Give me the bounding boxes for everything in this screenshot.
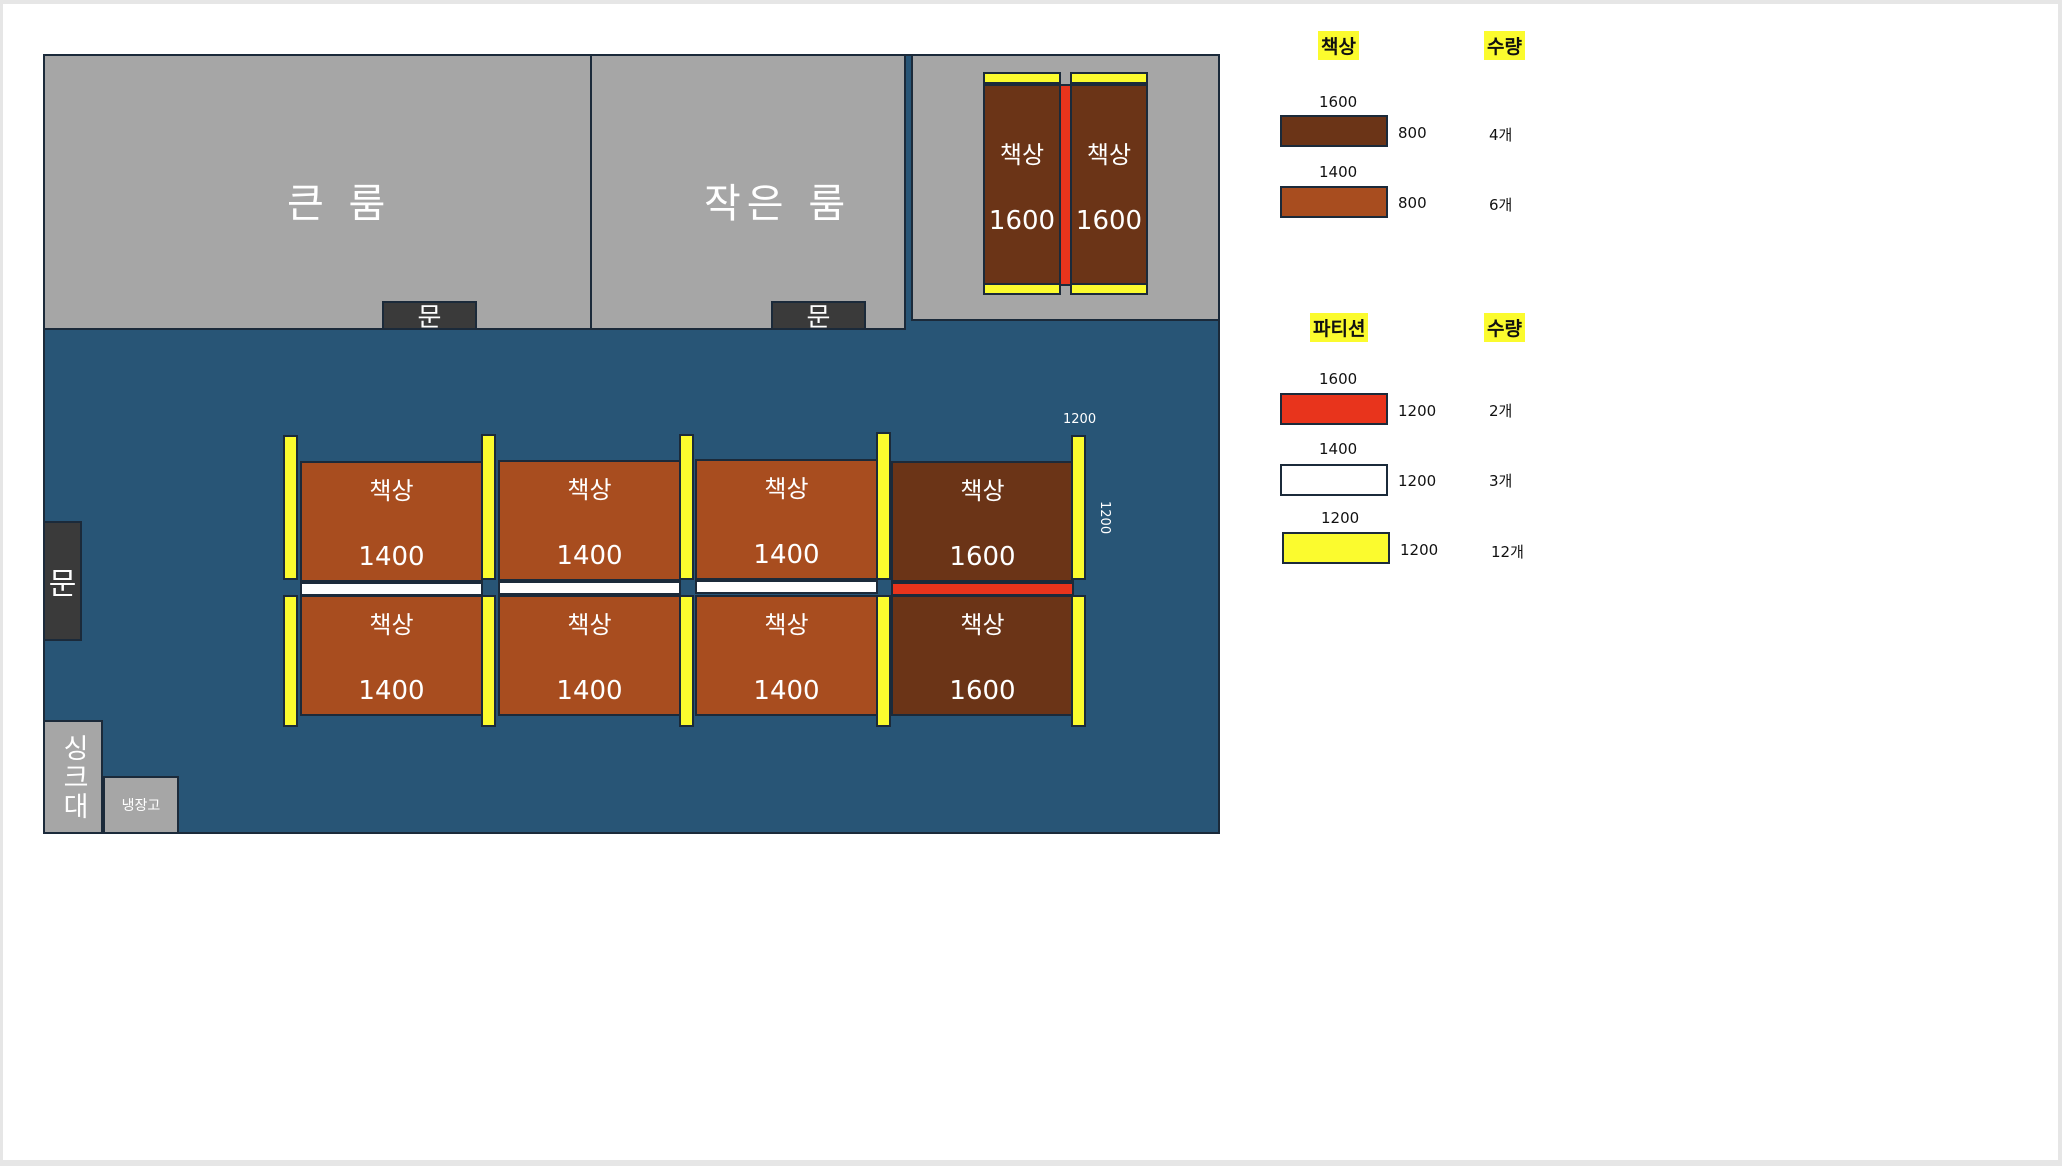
- partition-yellow: [283, 435, 298, 580]
- partition-yellow: [679, 434, 694, 580]
- dimension-label-top: 1200: [1063, 412, 1097, 427]
- desk-r2-4: 책상 1600: [891, 595, 1074, 716]
- desk-width: 1600: [949, 542, 1016, 572]
- desk-label: 책상: [764, 475, 809, 503]
- partition-white: [300, 582, 483, 596]
- legend-desk-1-qty: 4개: [1489, 126, 1513, 144]
- desk-width: 1400: [753, 676, 820, 706]
- desk-label: 책상: [960, 477, 1005, 505]
- legend-desk-1-depth: 800: [1398, 124, 1427, 142]
- legend-desk-2-width: 1400: [1319, 163, 1358, 181]
- legend-desk-qty-header: 수량: [1484, 31, 1525, 60]
- partition-yellow: [679, 595, 694, 727]
- partition-yellow: [876, 595, 891, 727]
- legend-partition-header: 파티션: [1310, 313, 1369, 342]
- desk-width: 1400: [358, 676, 425, 706]
- desk-width: 1400: [556, 541, 623, 571]
- legend-desk-2-depth: 800: [1398, 194, 1427, 212]
- small-room: 작은 룸: [590, 54, 906, 330]
- sink: 싱크대: [43, 720, 103, 834]
- legend-partition-1-qty: 2개: [1489, 402, 1513, 420]
- partition-yellow: [481, 434, 496, 580]
- fridge: 냉장고: [103, 776, 179, 834]
- sink-label: 싱크대: [57, 733, 89, 821]
- partition-yellow: [983, 72, 1061, 84]
- entrance-door: 문: [43, 521, 82, 641]
- small-room-door: 문: [771, 301, 866, 333]
- legend-desk-1-swatch: [1280, 115, 1388, 147]
- desk-side-1: 책상 1600: [983, 84, 1061, 286]
- partition-yellow: [1071, 435, 1086, 580]
- desk-width: 1400: [358, 542, 425, 572]
- partition-yellow: [1071, 595, 1086, 727]
- legend-partition-2-width: 1400: [1319, 440, 1358, 458]
- partition-yellow: [481, 595, 496, 727]
- big-room-label: 큰 룸: [287, 181, 392, 227]
- desk-label: 책상: [764, 611, 809, 639]
- desk-r2-3: 책상 1400: [695, 595, 878, 716]
- partition-yellow: [283, 595, 298, 727]
- desk-label: 책상: [999, 140, 1045, 169]
- desk-width: 1600: [1075, 205, 1143, 236]
- legend-desk-1-width: 1600: [1319, 93, 1358, 111]
- desk-r1-4: 책상 1600: [891, 461, 1074, 582]
- legend-desk-header: 책상: [1318, 31, 1359, 60]
- desk-width: 1600: [949, 676, 1016, 706]
- legend-partition-2-qty: 3개: [1489, 472, 1513, 490]
- partition-yellow: [876, 432, 891, 580]
- desk-width: 1600: [988, 205, 1056, 236]
- partition-yellow: [983, 283, 1061, 295]
- partition-white: [695, 580, 878, 594]
- desk-label: 책상: [369, 611, 414, 639]
- desk-r2-1: 책상 1400: [300, 595, 483, 716]
- desk-r1-2: 책상 1400: [498, 460, 681, 581]
- legend-partition-1-height: 1200: [1398, 402, 1437, 420]
- partition-white: [498, 581, 681, 595]
- fridge-label: 냉장고: [121, 798, 161, 814]
- desk-label: 책상: [369, 477, 414, 505]
- partition-yellow: [1070, 72, 1148, 84]
- dimension-label-side: 1200: [1097, 501, 1112, 535]
- legend-partition-1-swatch: [1280, 393, 1388, 425]
- partition-yellow: [1070, 283, 1148, 295]
- desk-label: 책상: [567, 476, 612, 504]
- legend-partition-3-height: 1200: [1400, 541, 1439, 559]
- legend-partition-1-width: 1600: [1319, 370, 1358, 388]
- desk-side-2: 책상 1600: [1070, 84, 1148, 286]
- partition-red: [891, 582, 1074, 596]
- desk-r1-1: 책상 1400: [300, 461, 483, 582]
- big-room-door: 문: [382, 301, 477, 333]
- legend-desk-2-qty: 6개: [1489, 196, 1513, 214]
- legend-partition-qty-header: 수량: [1484, 313, 1525, 342]
- legend-partition-3-swatch: [1282, 532, 1390, 564]
- desk-r2-2: 책상 1400: [498, 595, 681, 716]
- big-room: 큰 룸: [43, 54, 593, 330]
- legend-partition-3-width: 1200: [1321, 509, 1360, 527]
- desk-width: 1400: [556, 676, 623, 706]
- legend-partition-2-swatch: [1280, 464, 1388, 496]
- legend-partition-2-height: 1200: [1398, 472, 1437, 490]
- desk-label: 책상: [567, 611, 612, 639]
- slide: 큰 룸 작은 룸 문 문 문 싱크대 냉장고 책상 1600 책상 1600 책…: [3, 4, 2058, 1160]
- desk-width: 1400: [753, 540, 820, 570]
- desk-r1-3: 책상 1400: [695, 459, 878, 580]
- legend-partition-3-qty: 12개: [1491, 543, 1524, 561]
- desk-label: 책상: [960, 611, 1005, 639]
- desk-label: 책상: [1086, 140, 1132, 169]
- legend-desk-2-swatch: [1280, 186, 1388, 218]
- small-room-label: 작은 룸: [704, 181, 852, 227]
